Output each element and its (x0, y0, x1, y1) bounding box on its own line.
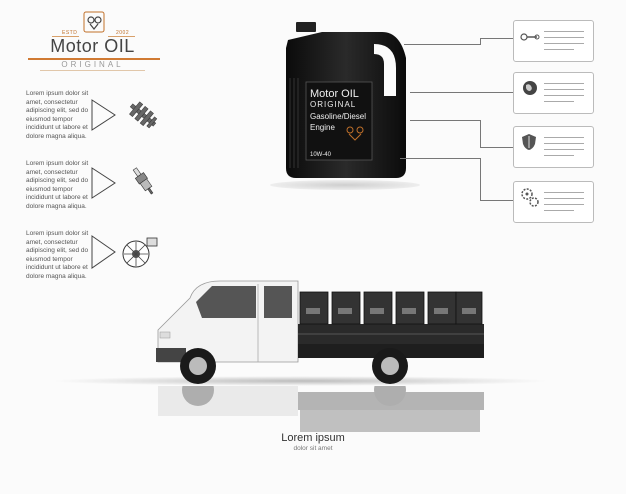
info-card (513, 72, 594, 114)
crankshaft-icon (124, 96, 162, 139)
brand-divider (40, 70, 145, 71)
chevron-right-icon (90, 166, 118, 200)
bottle-grade: 10W-40 (310, 152, 332, 158)
connector-line (410, 92, 513, 93)
brand-logo (80, 10, 108, 36)
brand-year: 2002 (116, 30, 130, 36)
connector-line (480, 120, 481, 147)
pickup-truck (150, 278, 490, 391)
connector-line (480, 158, 481, 200)
globe-icon (521, 79, 539, 102)
gears-icon (520, 186, 540, 213)
bottle-label-line1: Motor OIL (310, 88, 359, 100)
connector-line (480, 200, 513, 201)
ground-shadow (50, 376, 550, 386)
brand-divider (52, 36, 79, 37)
info-card (513, 181, 594, 223)
brand-divider (108, 36, 135, 37)
oil-barrels (299, 291, 483, 325)
oil-bottle: Motor OIL ORIGINAL Gasoline/Diesel Engin… (282, 18, 412, 193)
connector-line (410, 120, 480, 121)
connector-line (404, 44, 480, 45)
connector-line (480, 147, 513, 148)
bottle-label-line2: ORIGINAL (310, 100, 356, 109)
brand-est: ESTD (62, 30, 78, 36)
connector-line (480, 38, 481, 45)
connector-line (480, 38, 513, 39)
info-card (513, 126, 594, 168)
footer-title: Lorem ipsum (281, 432, 345, 444)
spark-plug-icon (126, 164, 162, 205)
brand-underline (28, 58, 160, 60)
brand-title: Motor OIL (50, 36, 135, 56)
engine-logo-icon (346, 126, 364, 141)
truck-reflection (150, 374, 490, 441)
footer-subtitle: dolor sit amet (293, 445, 333, 452)
info-card (513, 20, 594, 62)
chevron-right-icon (90, 234, 118, 270)
connector-line (400, 158, 480, 159)
turbo-icon (120, 236, 164, 275)
wrench-icon (520, 30, 540, 48)
bottle-label-line4: Engine (310, 123, 335, 132)
bottle-label-line3: Gasoline/Diesel (310, 112, 366, 121)
engine-logo-icon (83, 11, 105, 33)
chevron-right-icon (90, 98, 118, 132)
shield-icon (521, 133, 537, 156)
bottle-shadow (270, 180, 420, 190)
brand-subtitle: ORIGINAL (61, 60, 124, 69)
